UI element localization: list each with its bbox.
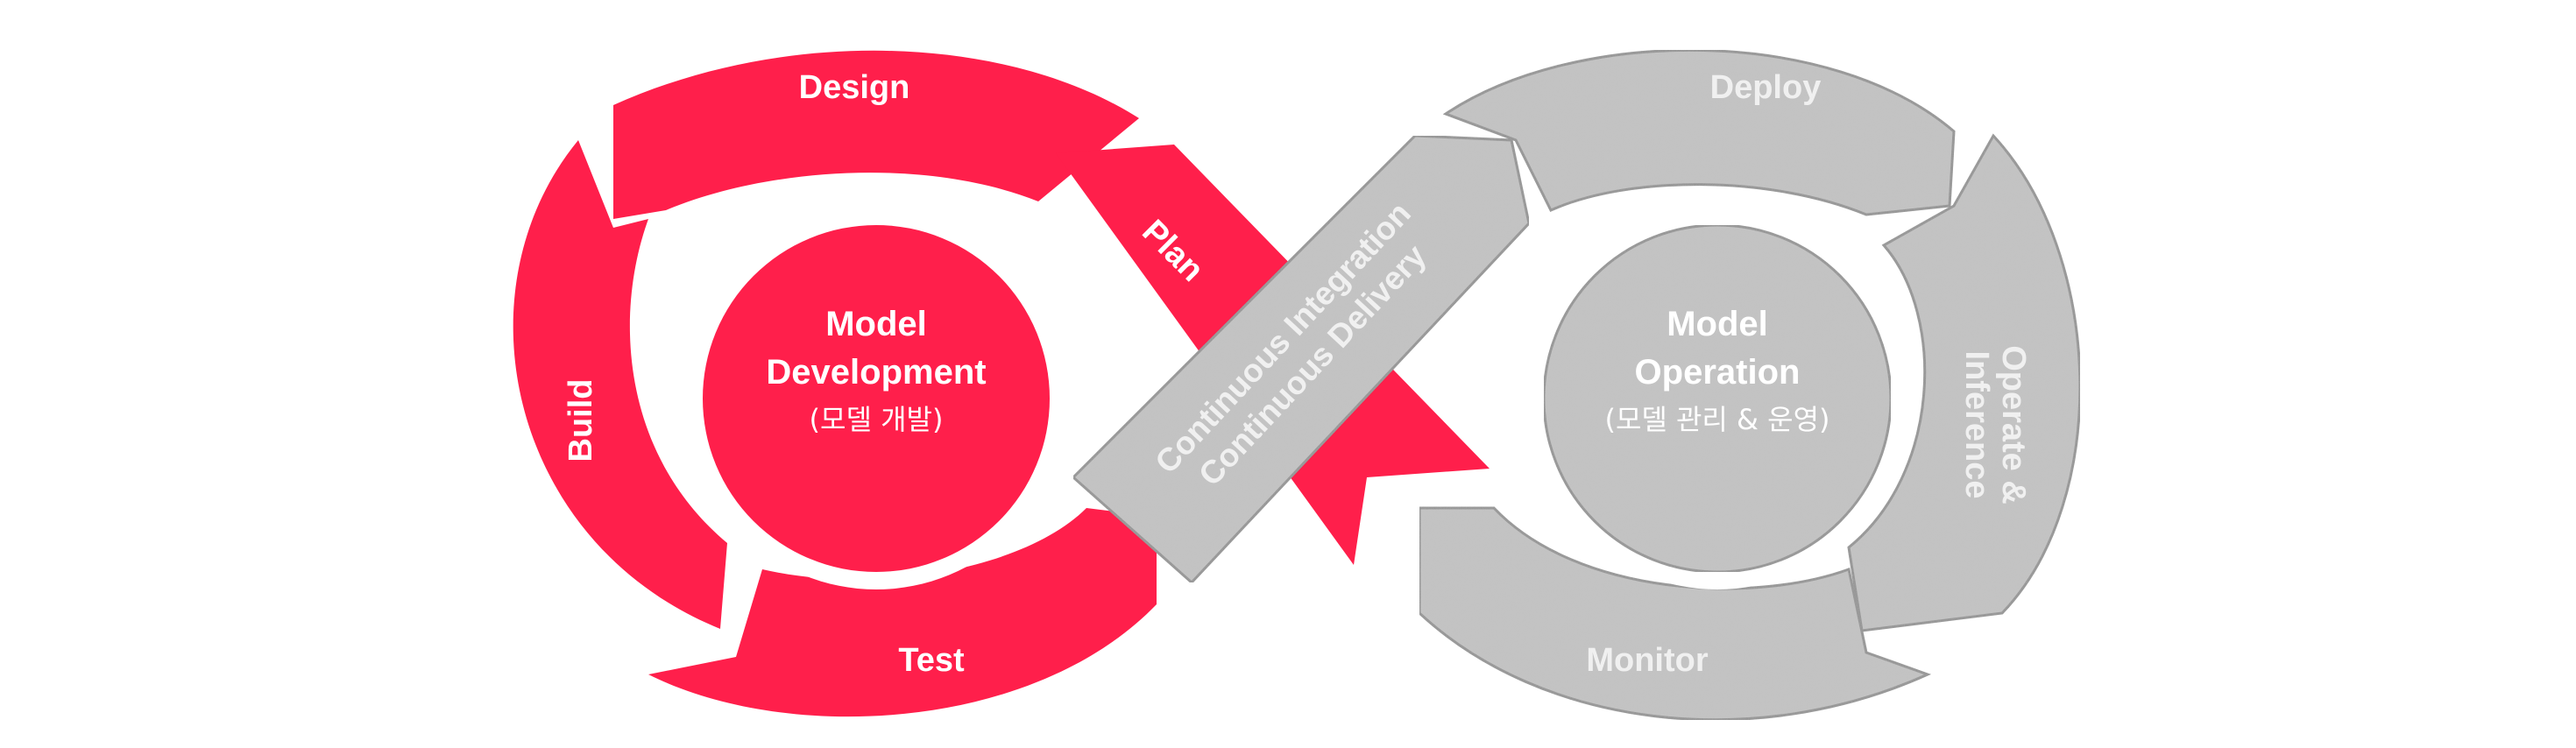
dev-subtitle: (모델 개발) (810, 403, 944, 436)
operate-label-line2: Inference (1958, 351, 1995, 499)
test-label: Test (898, 642, 965, 679)
design-segment (613, 50, 1139, 219)
ops-labels: Deploy Operate & Inference Monitor Model… (1586, 69, 2032, 679)
monitor-segment (1418, 506, 1932, 722)
ops-title-line1: Model (1667, 305, 1768, 343)
test-segment (648, 508, 1157, 717)
dev-title-line2: Development (766, 353, 986, 392)
design-label: Design (799, 69, 910, 106)
deploy-label: Deploy (1710, 69, 1822, 106)
operate-label-line1: Operate & (1995, 345, 2032, 505)
monitor-label: Monitor (1586, 642, 1709, 679)
ci-cd-bridge (1071, 134, 1531, 585)
dev-labels: Design Build Test Plan Model Development… (563, 69, 1211, 679)
operate-segment (1847, 133, 2082, 632)
dev-core (703, 225, 1050, 572)
dev-title-line1: Model (825, 305, 927, 343)
build-label: Build (563, 379, 599, 462)
model-development-circle (685, 208, 1067, 589)
ops-loop (1418, 48, 2082, 722)
deploy-segment (1442, 48, 1956, 216)
ops-subtitle: (모델 관리 & 운영) (1604, 403, 1829, 436)
model-operation-circle (1526, 208, 1908, 589)
ops-core (1542, 223, 1893, 574)
build-segment (513, 140, 727, 629)
ops-title-line2: Operation (1635, 353, 1801, 392)
